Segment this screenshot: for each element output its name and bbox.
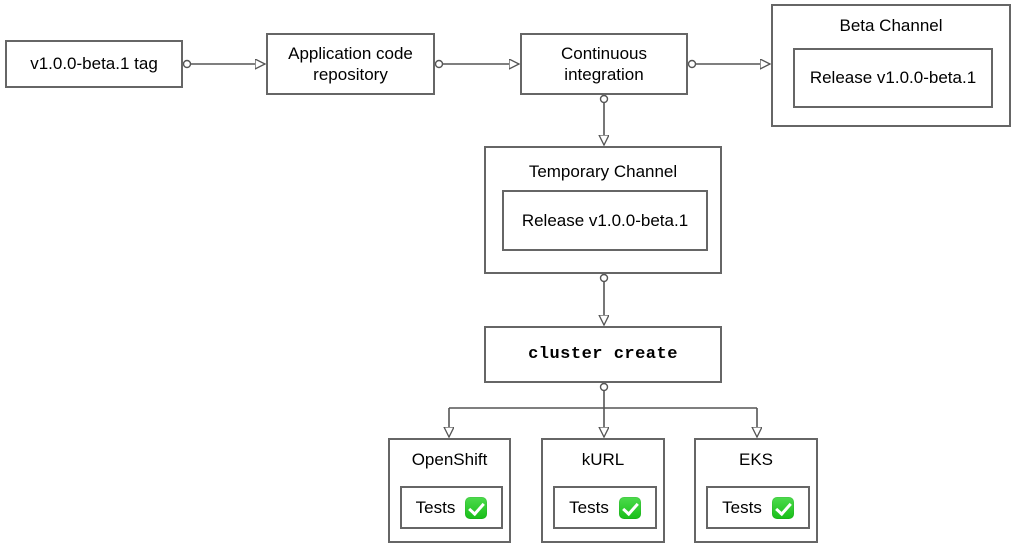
node-temporary-channel[interactable]: Temporary Channel Release v1.0.0-beta.1 [484, 146, 722, 274]
node-eks[interactable]: EKS Tests [694, 438, 818, 543]
node-version-tag-label: v1.0.0-beta.1 tag [30, 54, 158, 74]
node-version-tag[interactable]: v1.0.0-beta.1 tag [5, 40, 183, 88]
beta-channel-title: Beta Channel [839, 16, 943, 35]
node-application-code-repository[interactable]: Application code repository [266, 33, 435, 95]
edge-temporary-channel-to-cluster-create [601, 273, 608, 326]
node-cluster-create[interactable]: cluster create [484, 326, 722, 383]
temporary-channel-release-label: Release v1.0.0-beta.1 [521, 210, 689, 230]
edge-tag-to-repo [182, 61, 266, 68]
eks-title: EKS [738, 450, 774, 469]
eks-tests-box[interactable]: Tests [706, 486, 810, 529]
node-kurl[interactable]: kURL Tests [541, 438, 665, 543]
temporary-channel-title: Temporary Channel [528, 162, 678, 181]
beta-channel-release-label: Release v1.0.0-beta.1 [809, 68, 977, 88]
openshift-tests-label: Tests [415, 497, 456, 517]
eks-tests-label: Tests [722, 497, 762, 517]
node-openshift[interactable]: OpenShift Tests [388, 438, 511, 543]
kurl-tests-box[interactable]: Tests [553, 486, 657, 529]
green-check-icon [618, 496, 641, 519]
kurl-title: kURL [581, 450, 625, 469]
edge-cluster-create-branch [449, 382, 757, 438]
node-continuous-integration[interactable]: Continuous integration [520, 33, 688, 95]
edge-repo-to-ci [434, 61, 520, 68]
openshift-title: OpenShift [411, 450, 488, 469]
openshift-tests-box[interactable]: Tests [400, 486, 503, 529]
green-check-icon [771, 496, 794, 519]
node-cluster-create-label: cluster create [528, 344, 678, 364]
edge-ci-to-temporary-channel [601, 94, 608, 146]
kurl-tests-label: Tests [569, 497, 609, 517]
edge-ci-to-beta-channel [687, 61, 771, 68]
node-application-code-repository-label: Application code repository [288, 43, 413, 84]
node-continuous-integration-label: Continuous integration [560, 43, 647, 84]
beta-channel-release-box[interactable]: Release v1.0.0-beta.1 [793, 48, 993, 108]
green-check-icon [465, 496, 488, 519]
temporary-channel-release-box[interactable]: Release v1.0.0-beta.1 [502, 190, 708, 251]
node-beta-channel[interactable]: Beta Channel Release v1.0.0-beta.1 [771, 4, 1011, 127]
